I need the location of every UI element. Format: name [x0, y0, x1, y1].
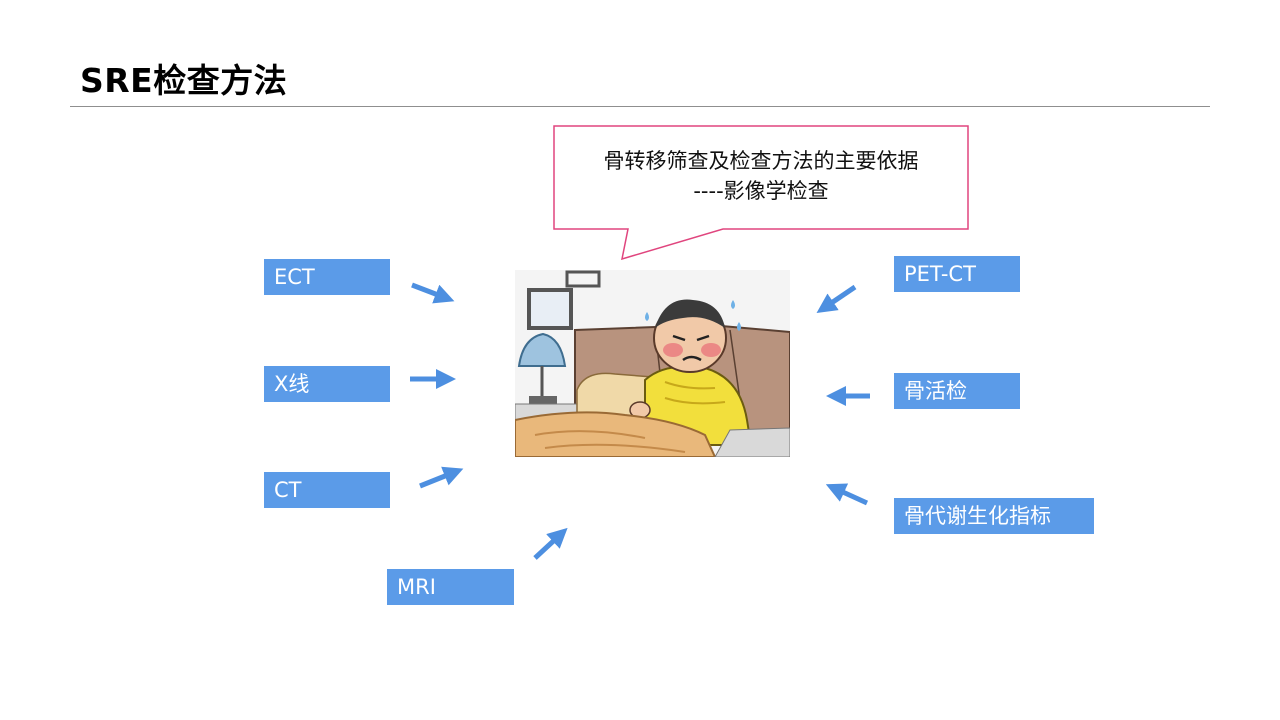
arrow-ect	[411, 282, 455, 304]
callout-bubble	[553, 125, 969, 260]
method-label-mri: MRI	[387, 569, 514, 605]
method-label-ect: ECT	[264, 259, 390, 295]
arrow-mri	[533, 527, 568, 560]
arrow-bone-metabolism	[825, 483, 869, 506]
callout-text: 骨转移筛查及检查方法的主要依据 ----影像学检查	[556, 146, 966, 206]
sick-patient-in-bed-illustration	[515, 270, 790, 457]
title-divider	[70, 106, 1210, 107]
method-label-bone-biopsy: 骨活检	[894, 373, 1020, 409]
page-title: SRE检查方法	[80, 61, 288, 100]
method-label-xray: X线	[264, 366, 390, 402]
arrow-ct	[419, 466, 464, 489]
method-label-pet-ct: PET-CT	[894, 256, 1020, 292]
arrow-pet-ct	[816, 284, 857, 314]
method-label-ct: CT	[264, 472, 390, 508]
callout-line-2: ----影像学检查	[693, 179, 829, 203]
callout-line-1: 骨转移筛查及检查方法的主要依据	[603, 149, 919, 173]
method-label-bone-metabolism: 骨代谢生化指标	[894, 498, 1094, 534]
